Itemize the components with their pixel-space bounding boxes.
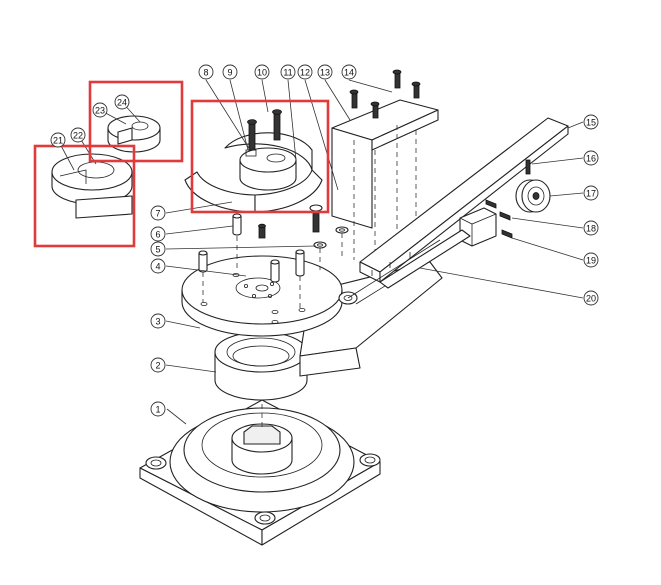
callout-number: 18: [586, 224, 596, 234]
highlight-box-parts-23-24: [88, 80, 184, 163]
callout-18: 18: [583, 220, 599, 236]
callout-number: 7: [155, 209, 160, 219]
callout-circle: [222, 64, 238, 80]
callout-circle: [341, 64, 357, 80]
callout-23: 23: [92, 102, 108, 118]
clamp-block: [371, 199, 513, 289]
callout-circle: [150, 357, 166, 373]
callout-number: 20: [586, 294, 596, 304]
callout-9: 9: [222, 64, 238, 80]
callout-number: 1: [155, 405, 160, 415]
callout-number: 10: [257, 68, 267, 78]
callout-8: 8: [198, 64, 214, 80]
callout-24: 24: [114, 94, 130, 110]
callout-17: 17: [583, 185, 599, 201]
callout-22: 22: [70, 127, 86, 143]
callout-number: 9: [227, 68, 232, 78]
bending-die: [184, 109, 323, 213]
callout-circle: [297, 64, 313, 80]
callout-number: 15: [586, 118, 596, 128]
callout-20: 20: [583, 290, 599, 306]
base-plate: [139, 395, 381, 546]
callout-circle: [150, 226, 166, 242]
callout-circle: [150, 258, 166, 274]
roller-assembly: [515, 159, 551, 213]
callout-2: 2: [150, 357, 166, 373]
callout-number: 23: [95, 106, 105, 116]
callout-number: 12: [300, 68, 310, 78]
callout-circle: [583, 114, 599, 130]
callout-circle: [150, 205, 166, 221]
callout-circle: [583, 290, 599, 306]
callout-number: 24: [117, 98, 127, 108]
callout-number: 5: [155, 245, 160, 255]
callout-number: 21: [53, 136, 63, 146]
callout-circle: [150, 313, 166, 329]
callout-circle: [280, 64, 296, 80]
callout-13: 13: [317, 64, 333, 80]
callout-circle: [114, 94, 130, 110]
callout-number: 2: [155, 361, 160, 371]
callout-11: 11: [280, 64, 296, 80]
callout-circle: [150, 241, 166, 257]
callout-number: 16: [586, 154, 596, 164]
highlight-box-parts-21-22: [33, 144, 136, 248]
callout-19: 19: [583, 252, 599, 268]
mounting-bracket: [331, 69, 439, 270]
callout-circle: [70, 127, 86, 143]
leader-lines: [57, 79, 584, 425]
callout-circle: [583, 150, 599, 166]
callout-16: 16: [583, 150, 599, 166]
callout-7: 7: [150, 205, 166, 221]
inset-die-parts: [51, 115, 161, 219]
callout-15: 15: [583, 114, 599, 130]
callout-number: 13: [320, 68, 330, 78]
callout-circle: [92, 102, 108, 118]
callout-number: 8: [203, 68, 208, 78]
callout-number: 4: [155, 262, 160, 272]
callout-circle: [317, 64, 333, 80]
callout-circle: [150, 401, 166, 417]
callout-10: 10: [254, 64, 270, 80]
lever-arm: [347, 117, 569, 305]
callout-12: 12: [297, 64, 313, 80]
callout-4: 4: [150, 258, 166, 274]
callout-circle: [583, 252, 599, 268]
bearing-ring: [214, 331, 308, 401]
callout-number: 6: [155, 230, 160, 240]
dowel-pins: [198, 213, 305, 308]
callout-number: 17: [586, 189, 596, 199]
callout-1: 1: [150, 401, 166, 417]
callout-3: 3: [150, 313, 166, 329]
callout-21: 21: [50, 132, 66, 148]
callout-circle: [254, 64, 270, 80]
callout-14: 14: [341, 64, 357, 80]
callout-number: 19: [586, 256, 596, 266]
callout-number: 3: [155, 317, 160, 327]
callout-circle: [583, 185, 599, 201]
highlight-box-bending-die: [190, 99, 330, 214]
callout-number: 22: [73, 131, 83, 141]
callout-circle: [583, 220, 599, 236]
callout-circle: [50, 132, 66, 148]
callout-number: 14: [344, 68, 354, 78]
callout-number: 11: [283, 68, 292, 78]
callout-6: 6: [150, 226, 166, 242]
highlight-boxes: [33, 80, 330, 248]
callout-5: 5: [150, 241, 166, 257]
callout-circle: [198, 64, 214, 80]
